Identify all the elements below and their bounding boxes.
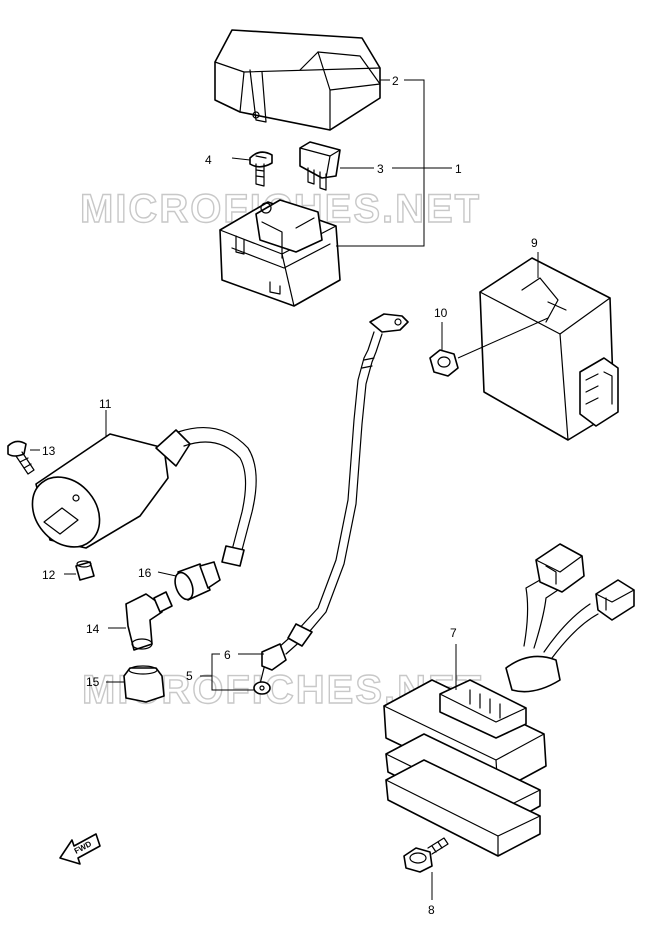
- spark-plug-cap: [108, 591, 173, 651]
- callout-15: 15: [86, 675, 100, 689]
- seal: [157, 561, 221, 601]
- callout-13: 13: [42, 444, 56, 458]
- callout-4: 4: [205, 153, 212, 167]
- leaders-relay: [231, 79, 452, 247]
- callout-2: 2: [392, 74, 399, 88]
- callout-16: 16: [138, 566, 152, 580]
- callout-10: 10: [434, 306, 448, 320]
- relay-screw: [249, 151, 273, 187]
- nut: [429, 252, 549, 377]
- callout-8: 8: [428, 903, 435, 917]
- leaders-ground: [200, 653, 264, 691]
- callout-labels: 1 2 3 4 5 6 7 8 9 10 11 12 13 14 15 16: [42, 74, 538, 917]
- callout-5: 5: [186, 669, 193, 683]
- fuse: [299, 141, 341, 191]
- callout-11: 11: [99, 397, 112, 411]
- cdi-unit: [479, 257, 619, 441]
- coil-bolt: [7, 440, 40, 475]
- callout-1: 1: [455, 162, 462, 176]
- regulator-bolt: [403, 837, 449, 900]
- callout-9: 9: [531, 236, 538, 250]
- callout-7: 7: [450, 626, 457, 640]
- regulator-rectifier: [383, 543, 635, 857]
- callout-6: 6: [224, 648, 231, 662]
- ground-cable: [253, 313, 409, 695]
- callout-12: 12: [42, 568, 56, 582]
- cap-cover: [106, 665, 165, 703]
- coil-collar: [64, 560, 95, 581]
- fwd-arrow-icon: FWD: [59, 833, 101, 865]
- relay-cover: [214, 29, 381, 131]
- starter-relay: [219, 199, 341, 307]
- ignition-coil: [31, 426, 257, 567]
- callout-3: 3: [377, 162, 384, 176]
- callout-14: 14: [86, 622, 100, 636]
